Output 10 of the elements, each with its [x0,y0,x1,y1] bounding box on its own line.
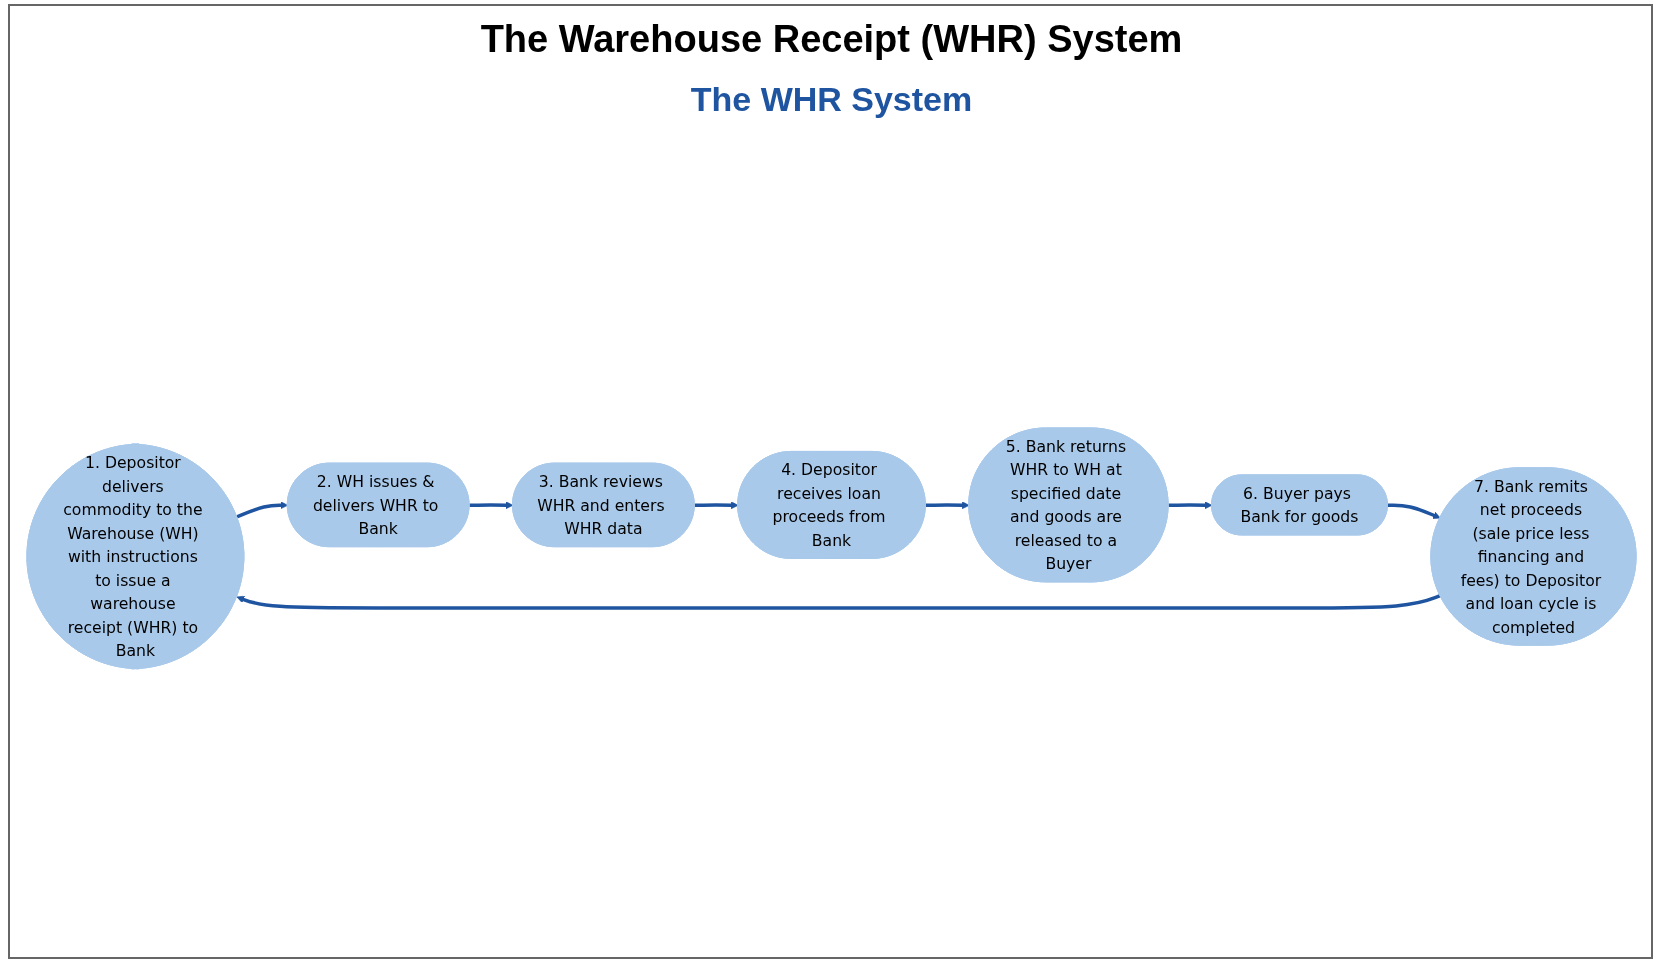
cycle-diagram: 1. Depositor delivers commodity to the Warehouse (WH) with instructions to issue a warehouse receipt (WHR) to Bank 2. WH issues & delivers WHR to Bank 3. Bank reviews WHR and enters WHR data 4. Depositor receives loan proceeds from Bank 5. Bank returns WHR to WH at specified date and goods are released to a Buyer 6. Buyer pays Bank for goods 7. Bank remits net proceeds (sale price less financing and fees) to Depositor and loan cycle is completed [20,420,1643,676]
arrow [925,501,970,509]
arrow [236,501,289,519]
arrow [1387,503,1441,519]
title: The Warehouse Receipt (WHR) System [479,18,1184,61]
arrow [694,501,739,509]
arrow [469,501,514,509]
arrow [1168,501,1213,509]
arrow [236,593,1441,610]
center-label: The WHR System [690,80,973,119]
